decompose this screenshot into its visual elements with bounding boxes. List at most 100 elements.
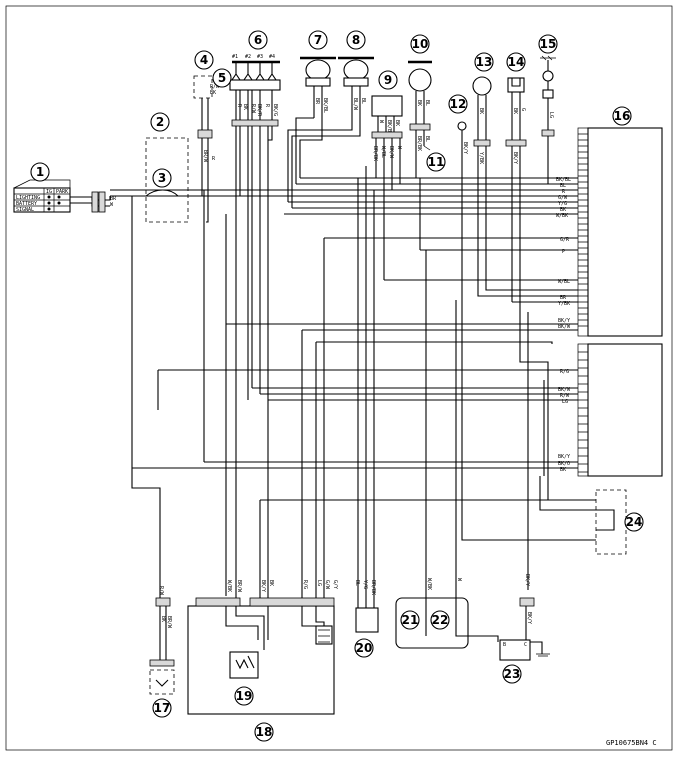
- connector-17-wires: [159, 606, 167, 660]
- svg-text:BK/Y: BK/Y: [558, 318, 570, 324]
- callout-3: 3: [152, 168, 172, 188]
- svg-text:6: 6: [254, 33, 262, 47]
- component-13-connector: [473, 139, 491, 147]
- callout-17: 17: [152, 698, 172, 718]
- c21-w: W: [456, 578, 462, 582]
- component-19: [229, 651, 259, 679]
- injector-7: [300, 56, 336, 118]
- svg-text:24: 24: [626, 515, 643, 529]
- svg-text:G/Y: G/Y: [332, 580, 338, 589]
- fuse-box: [193, 75, 213, 99]
- fuse-label-bk: BK: [210, 90, 216, 96]
- svg-text:20: 20: [356, 641, 373, 655]
- coil-label-2: #2: [245, 54, 251, 60]
- vertical-harness-wires: [131, 190, 596, 600]
- coil-wire-bk: BK: [242, 104, 248, 110]
- wire-label-brw: BR/W: [202, 150, 208, 163]
- c20-yg: Y/G: [362, 580, 368, 589]
- callout-20: 20: [354, 638, 374, 658]
- component-20: [355, 607, 379, 633]
- svg-text:LG: LG: [316, 580, 322, 586]
- svg-text:R: R: [562, 189, 566, 195]
- c13-bk: BK: [478, 108, 484, 114]
- ground-symbol: [536, 653, 550, 657]
- s9-wire-w: W: [378, 120, 384, 124]
- coil-label-4: #4: [269, 54, 275, 60]
- s10d-bl: BL: [424, 136, 430, 142]
- callout-8: 8: [346, 30, 366, 50]
- ecu-lower-block: [577, 343, 663, 477]
- callout-1: 1: [30, 162, 50, 182]
- callout-11: 11: [426, 152, 446, 172]
- svg-text:7: 7: [314, 33, 322, 47]
- coil-label-1: #1: [232, 54, 238, 60]
- component-13-down: [477, 146, 578, 297]
- inj7-wire-br: BR: [314, 98, 320, 105]
- figure-code: GP10675BN4 C: [606, 739, 657, 747]
- c14-g: G: [520, 108, 526, 111]
- component-14-connector: [505, 139, 527, 147]
- connector-17-bottom: [149, 659, 175, 667]
- callouts: 1 2 3 4 5 6 7 8 9 10 11 12 13 14 15 16 1…: [30, 30, 644, 742]
- svg-text:R/G: R/G: [302, 580, 308, 589]
- switch-header-park: PARK: [56, 189, 68, 195]
- svg-text:15: 15: [540, 37, 557, 51]
- svg-text:5: 5: [218, 71, 226, 85]
- component-15: [542, 70, 554, 82]
- ecu-wire-labels: BK/BL BL R G/W Y/G BK W/BK G/R P W/BL BR…: [556, 177, 571, 473]
- component-18-wires: [225, 606, 325, 650]
- component-23-wires: [525, 606, 543, 654]
- fuse-label-rw: R/W: [210, 84, 220, 90]
- svg-text:2: 2: [156, 115, 164, 129]
- injector-wires: [287, 117, 361, 208]
- callout-23: 23: [502, 664, 522, 684]
- callout-13: 13: [474, 52, 494, 72]
- c23-bky: BK/Y: [524, 574, 530, 586]
- svg-text:8: 8: [352, 33, 360, 47]
- inj8-wire-bl: BL: [360, 98, 366, 104]
- connector-18b: [249, 597, 335, 607]
- ecu-harness-wires: [110, 177, 578, 469]
- svg-text:G/W: G/W: [558, 195, 568, 201]
- coil-wire-r: R: [236, 104, 242, 108]
- s9d-bkw: BK/W: [388, 146, 394, 159]
- svg-text:23: 23: [504, 667, 521, 681]
- callout-24: 24: [624, 512, 644, 532]
- svg-text:3: 3: [158, 171, 166, 185]
- inj7-wire-bkbl: BK/BL: [322, 98, 328, 113]
- callout-4: 4: [194, 50, 214, 70]
- fuse-wires: [201, 98, 209, 130]
- connector-24: [595, 489, 627, 555]
- coil-wire-r2: R: [264, 104, 270, 108]
- svg-text:BK/W: BK/W: [558, 387, 571, 393]
- c17-bk: BK: [160, 616, 166, 622]
- svg-text:BK/O: BK/O: [558, 461, 570, 467]
- component-15-connector: [541, 129, 555, 137]
- s9d-brbk: BR/BK: [372, 146, 378, 161]
- s10-bk: BK: [416, 100, 422, 106]
- sensor-9-wires: [377, 116, 395, 132]
- s9d-w: W: [396, 146, 402, 150]
- switch-header-ig: IG: [46, 189, 52, 195]
- sensor-9-down: [357, 138, 401, 600]
- component-22-link: [468, 635, 499, 642]
- s10-bl: BL: [424, 100, 430, 106]
- ignition-coils: [229, 60, 281, 127]
- svg-text:Y/G: Y/G: [558, 201, 567, 207]
- s9d-wbl: W/BL: [380, 146, 386, 158]
- switch-row-signal: SIGNAL: [16, 207, 34, 213]
- inj8-wire-blw: BL/W: [352, 98, 358, 111]
- switch-connector: [91, 191, 99, 213]
- switch-row-lighting: LIGHTING: [16, 195, 40, 201]
- wire-label-r: R: [212, 156, 216, 162]
- component-18: [187, 605, 335, 715]
- c15-lg: LG: [548, 112, 554, 118]
- callout-5: 5: [212, 68, 232, 88]
- callout-18: 18: [254, 722, 274, 742]
- svg-text:BK: BK: [560, 467, 566, 473]
- svg-text:BL: BL: [560, 183, 566, 189]
- svg-text:R/W: R/W: [560, 393, 570, 399]
- svg-text:21: 21: [402, 613, 419, 627]
- callout-6: 6: [248, 30, 268, 50]
- sensor-9: [371, 95, 403, 117]
